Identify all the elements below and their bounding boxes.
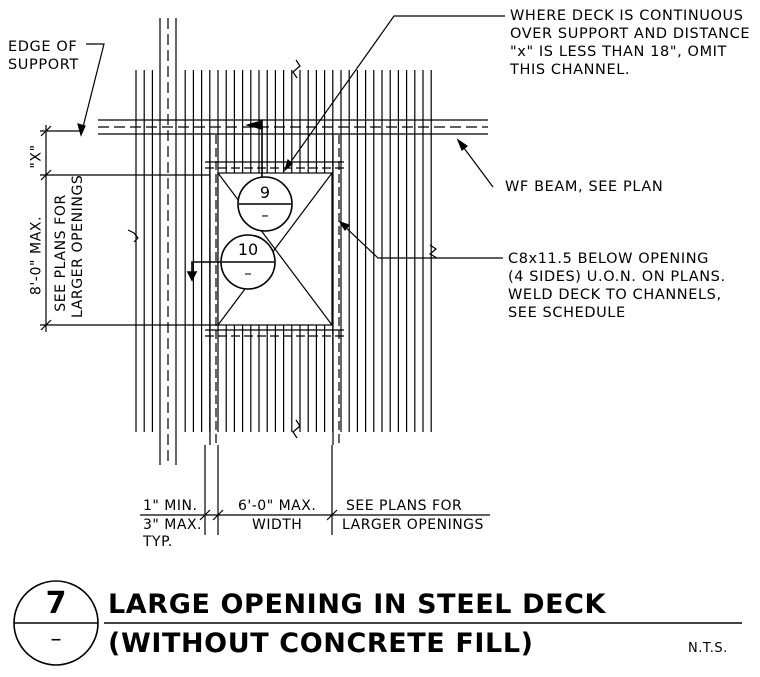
scale-note: N.T.S. bbox=[688, 641, 728, 656]
edge-of-support-note: EDGE OF SUPPORT bbox=[8, 39, 79, 73]
wf-beam bbox=[98, 119, 488, 135]
title-line-1: LARGE OPENING IN STEEL DECK bbox=[108, 589, 607, 620]
dimension-larger-openings: LARGER OPENINGS bbox=[342, 517, 484, 533]
break-lines bbox=[127, 59, 438, 439]
dimension-min: 1" MIN. bbox=[143, 498, 198, 514]
dimension-vertical-see-plans: SEE PLANS FOR LARGER OPENINGS bbox=[53, 174, 86, 318]
channel-framing bbox=[205, 135, 344, 445]
dimension-lines bbox=[40, 125, 490, 535]
title-line-2: (WITHOUT CONCRETE FILL) bbox=[108, 628, 534, 659]
leader-lines bbox=[77, 15, 505, 259]
detail-number: 7 bbox=[45, 586, 67, 621]
edge-of-support-beam bbox=[159, 18, 177, 465]
deck-continuous-note: WHERE DECK IS CONTINUOUS OVER SUPPORT AN… bbox=[510, 8, 751, 78]
title-graphics bbox=[13, 580, 742, 666]
dimension-width-max: 6'-0" MAX. bbox=[238, 498, 317, 514]
dimension-max: 3" MAX. bbox=[143, 517, 202, 533]
section-marker-9-sheet: – bbox=[261, 206, 269, 224]
section-markers bbox=[186, 119, 293, 290]
section-marker-10-number: 10 bbox=[237, 240, 259, 259]
dimension-see-plans: SEE PLANS FOR bbox=[346, 498, 463, 514]
dimension-typ: TYP. bbox=[143, 534, 173, 550]
wf-beam-note: WF BEAM, SEE PLAN bbox=[505, 179, 664, 195]
dimension-vertical-max: 8'-0" MAX. bbox=[28, 215, 45, 296]
detail-sheet-ref: – bbox=[50, 627, 62, 652]
section-marker-10-sheet: – bbox=[244, 264, 252, 282]
channel-note: C8x11.5 BELOW OPENING (4 SIDES) U.O.N. O… bbox=[508, 251, 726, 321]
section-marker-9-number: 9 bbox=[259, 183, 271, 202]
dimension-width-label: WIDTH bbox=[252, 517, 303, 533]
dimension-x-label: "X" bbox=[28, 144, 45, 169]
